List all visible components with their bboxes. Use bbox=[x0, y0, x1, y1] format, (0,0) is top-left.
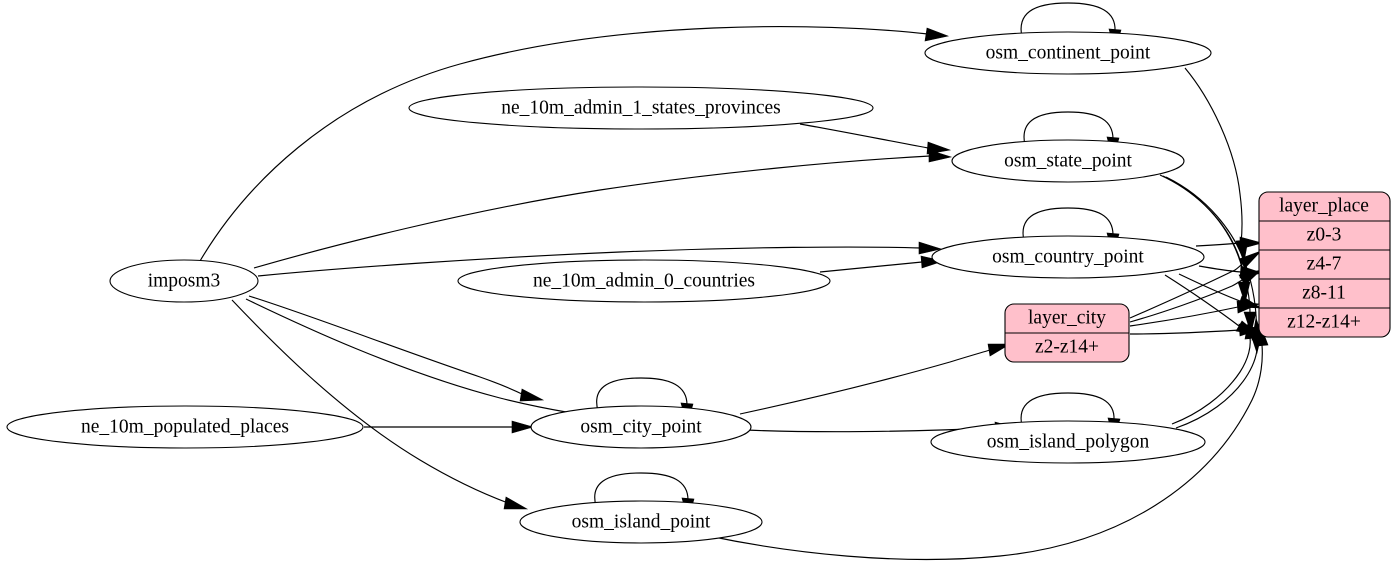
edge-layer_city-to-layer_place-z4-7 bbox=[1129, 269, 1263, 323]
edge-osm_continent_point-to-layer_place-z0-3 bbox=[1184, 67, 1249, 264]
edge-imposm3-to-osm_city_point bbox=[248, 295, 545, 402]
node-layer_place[interactable]: layer_place z0-3 z4-7 z8-11 z12-z14+ bbox=[1258, 191, 1391, 338]
layer_city-row-z2-z14-label: z2-z14+ bbox=[1035, 336, 1099, 357]
node-osm_city_point-label: osm_city_point bbox=[580, 416, 702, 437]
node-osm_continent_point[interactable]: osm_continent_point bbox=[924, 31, 1212, 75]
layer_place-row-z8-11-label: z8-11 bbox=[1302, 282, 1346, 303]
edge-layer_city-to-layer_place-z12-z14 bbox=[1129, 323, 1263, 337]
node-ne_10m_populated_places-label: ne_10m_populated_places bbox=[81, 416, 289, 437]
edge-layer_city-to-layer_place-z0-3 bbox=[1129, 250, 1262, 319]
layer_place-box bbox=[1258, 191, 1391, 338]
edge-imposm3-to-osm_state_point bbox=[253, 149, 953, 269]
node-imposm3[interactable]: imposm3 bbox=[109, 259, 259, 303]
node-ne_10m_populated_places[interactable]: ne_10m_populated_places bbox=[6, 405, 364, 449]
edge-imposm3-to-osm_island_point bbox=[231, 299, 529, 510]
node-imposm3-label: imposm3 bbox=[148, 270, 221, 291]
node-ne_10m_admin_0_countries-label: ne_10m_admin_0_countries bbox=[533, 270, 755, 291]
node-osm_country_point[interactable]: osm_country_point bbox=[931, 235, 1205, 279]
node-osm_city_point[interactable]: osm_city_point bbox=[530, 405, 752, 449]
layer_place-row-z12-z14-label: z12-z14+ bbox=[1287, 311, 1361, 332]
layer_place-row-z4-7-label: z4-7 bbox=[1307, 253, 1342, 274]
edge-layer_city-to-layer_place-z8-11 bbox=[1129, 300, 1261, 327]
node-osm_island_polygon-label: osm_island_polygon bbox=[987, 431, 1150, 452]
edge-osm_country_point-to-layer_place-z0-3 bbox=[1195, 236, 1264, 250]
edge-imposm3-to-osm_country_point bbox=[257, 241, 943, 277]
edge-imposm3-to-osm_continent_point bbox=[199, 26, 950, 262]
edge-ne_populated-to-osm_city_point bbox=[364, 420, 535, 434]
node-layer_city[interactable]: layer_city z2-z14+ bbox=[1004, 303, 1130, 363]
node-ne_10m_admin_1_states_provinces[interactable]: ne_10m_admin_1_states_provinces bbox=[408, 86, 874, 130]
node-ne_10m_admin_1_states_provinces-label: ne_10m_admin_1_states_provinces bbox=[501, 97, 780, 118]
node-osm_island_point-label: osm_island_point bbox=[572, 511, 711, 532]
node-osm_island_point[interactable]: osm_island_point bbox=[519, 500, 763, 544]
node-osm_state_point[interactable]: osm_state_point bbox=[951, 139, 1185, 183]
layer_city-header-label: layer_city bbox=[1028, 307, 1106, 328]
node-osm_island_polygon[interactable]: osm_island_polygon bbox=[930, 420, 1206, 464]
node-osm_state_point-label: osm_state_point bbox=[1004, 150, 1132, 171]
edge-osm_city_point-to-layer_city-z2-z14 bbox=[739, 343, 1012, 415]
edge-ne_admin1-to-osm_state_point bbox=[799, 123, 952, 155]
node-osm_country_point-label: osm_country_point bbox=[992, 246, 1144, 267]
node-osm_continent_point-label: osm_continent_point bbox=[986, 42, 1151, 63]
node-ne_10m_admin_0_countries[interactable]: ne_10m_admin_0_countries bbox=[457, 259, 831, 303]
edge-ne_admin0-to-osm_country_point bbox=[819, 255, 945, 273]
layer_place-row-z0-3-label: z0-3 bbox=[1307, 224, 1342, 245]
node-layer: imposm3 ne_10m_admin_1_states_provinces … bbox=[6, 31, 1391, 544]
layer_place-header-label: layer_place bbox=[1279, 195, 1369, 216]
